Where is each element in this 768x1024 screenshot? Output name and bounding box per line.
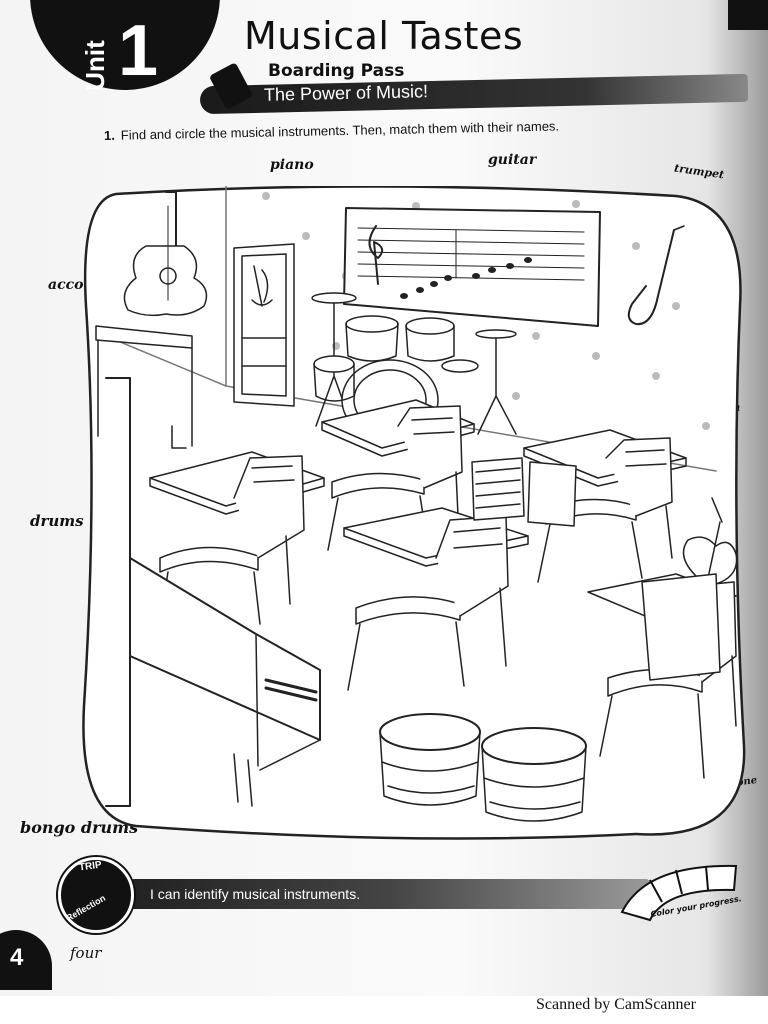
lesson-subtitle: The Power of Music! [263, 81, 429, 105]
exercise-number: 1. [103, 127, 115, 143]
trumpet-drawing [251, 265, 273, 307]
bookshelf [233, 243, 295, 407]
acoustic-guitar [123, 191, 208, 317]
label-bongo-drums: bongo drums [20, 818, 139, 837]
progress-meter[interactable] [616, 858, 742, 922]
scan-corner-shadow [728, 0, 768, 30]
basket [641, 573, 721, 681]
reflection-band [130, 879, 650, 909]
desk-chair-1 [149, 451, 325, 625]
page-title: Musical Tastes [244, 14, 524, 58]
violin-drawing [682, 497, 738, 585]
saxophone-drawing [627, 225, 685, 326]
scanner-footer-band [0, 996, 768, 1024]
desk-chair-2 [321, 399, 475, 551]
page-number: 4 [10, 944, 24, 971]
trip-reflection-badge [58, 857, 134, 933]
unit-number: 1 [118, 11, 159, 91]
classroom-illustration [82, 186, 746, 840]
desk-chair-4 [343, 507, 529, 691]
label-guitar: guitar [488, 152, 537, 168]
page-number-word: four [70, 944, 102, 962]
teacher-counter [95, 325, 193, 449]
reflection-statement: I can identify musical instruments. [150, 886, 361, 902]
label-piano: piano [270, 157, 314, 173]
grand-piano [129, 557, 321, 807]
bongo-drums-drawing [379, 713, 587, 822]
left-wall [105, 335, 227, 387]
whiteboard-sheet-music [343, 207, 601, 327]
label-drums: drums [30, 512, 84, 530]
unit-label: Unit [79, 40, 110, 91]
boarding-pass-label: Boarding Pass [268, 61, 405, 81]
accordion-drawing [471, 457, 577, 527]
scanner-watermark: Scanned by CamScanner [536, 996, 696, 1013]
